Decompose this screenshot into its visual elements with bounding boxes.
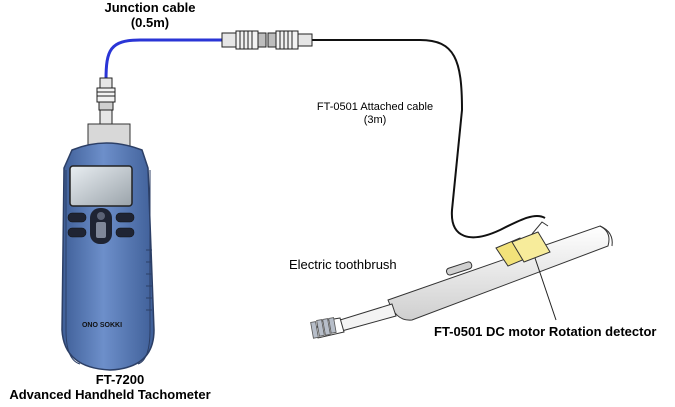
tachometer: ONO SOKKI	[61, 123, 155, 371]
toothbrush-bristles	[310, 317, 337, 339]
tachometer-name-label: Advanced Handheld Tachometer	[9, 387, 211, 402]
tachometer-buttons	[67, 212, 135, 238]
junction-cable-label-line2: (0.5m)	[130, 15, 170, 30]
detector-pointer	[534, 257, 557, 321]
toothbrush-label: Electric toothbrush	[289, 257, 397, 272]
junction-cable	[104, 38, 222, 81]
brand-logo: ONO SOKKI	[82, 322, 122, 329]
attached-cable-label-line1: FT-0501 Attached cable	[316, 101, 434, 113]
junction-cable-label-line1: Junction cable	[104, 0, 196, 15]
attached-cable	[312, 39, 546, 239]
toothbrush-switch	[445, 261, 473, 276]
rotation-detector	[495, 221, 557, 321]
electric-toothbrush	[310, 225, 613, 339]
attached-cable-label-line2: (3m)	[363, 114, 387, 126]
cable-connector	[221, 30, 313, 50]
bnc-connector	[96, 77, 116, 125]
tachometer-model-label: FT-7200	[95, 372, 145, 387]
tachometer-screen	[69, 165, 133, 207]
detector-label: FT-0501 DC motor Rotation detector	[434, 324, 657, 339]
